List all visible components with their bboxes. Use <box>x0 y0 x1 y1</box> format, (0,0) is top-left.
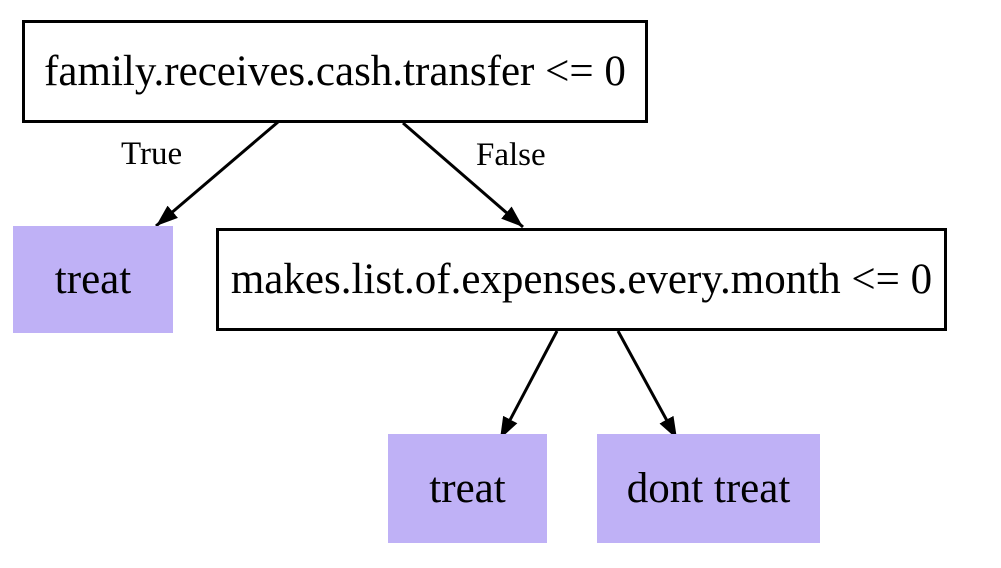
edge-root-to-internal <box>402 121 524 229</box>
edge-label-false: False <box>476 137 546 173</box>
edge-internal-to-leaf-right <box>616 330 679 440</box>
leaf-node-treat-left-label: treat <box>429 465 506 512</box>
edge-label-true: True <box>121 136 183 172</box>
decision-node-internal-label: makes.list.of.expenses.every.month <= 0 <box>230 256 933 303</box>
leaf-node-treat-true: treat <box>13 226 173 333</box>
leaf-node-treat-left: treat <box>388 434 547 543</box>
leaf-node-dont-treat-label: dont treat <box>626 465 791 512</box>
leaf-node-treat-true-label: treat <box>54 256 132 303</box>
edge-internal-to-leaf-left <box>498 330 559 440</box>
decision-node-internal: makes.list.of.expenses.every.month <= 0 <box>216 228 947 331</box>
decision-node-root-label: family.receives.cash.transfer <= 0 <box>44 48 626 95</box>
edge-root-to-leaf-true <box>155 120 279 228</box>
decision-node-root: family.receives.cash.transfer <= 0 <box>22 20 648 123</box>
leaf-node-dont-treat: dont treat <box>597 434 820 543</box>
